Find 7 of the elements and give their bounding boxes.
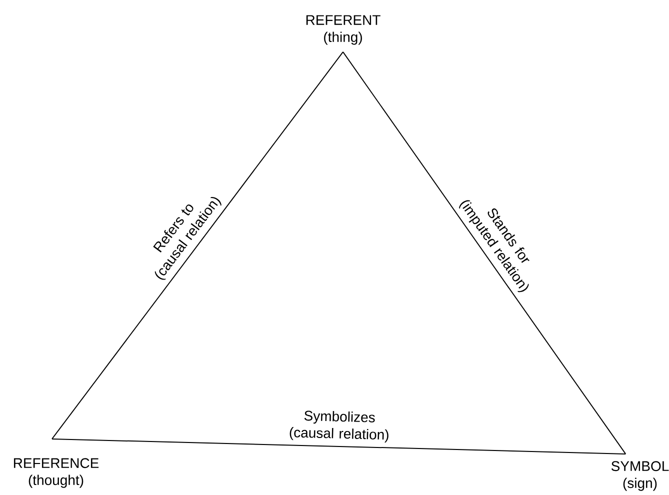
- line: [52, 438, 626, 454]
- line: [342, 51, 626, 454]
- vertex-label: SYMBOL (sign): [611, 461, 669, 491]
- vertex-label: REFERENT (thing): [306, 15, 380, 45]
- edge-label: Symbolizes (causal relation): [282, 408, 397, 444]
- line: [52, 51, 344, 440]
- vertex-label: REFERENCE (thought): [14, 458, 99, 488]
